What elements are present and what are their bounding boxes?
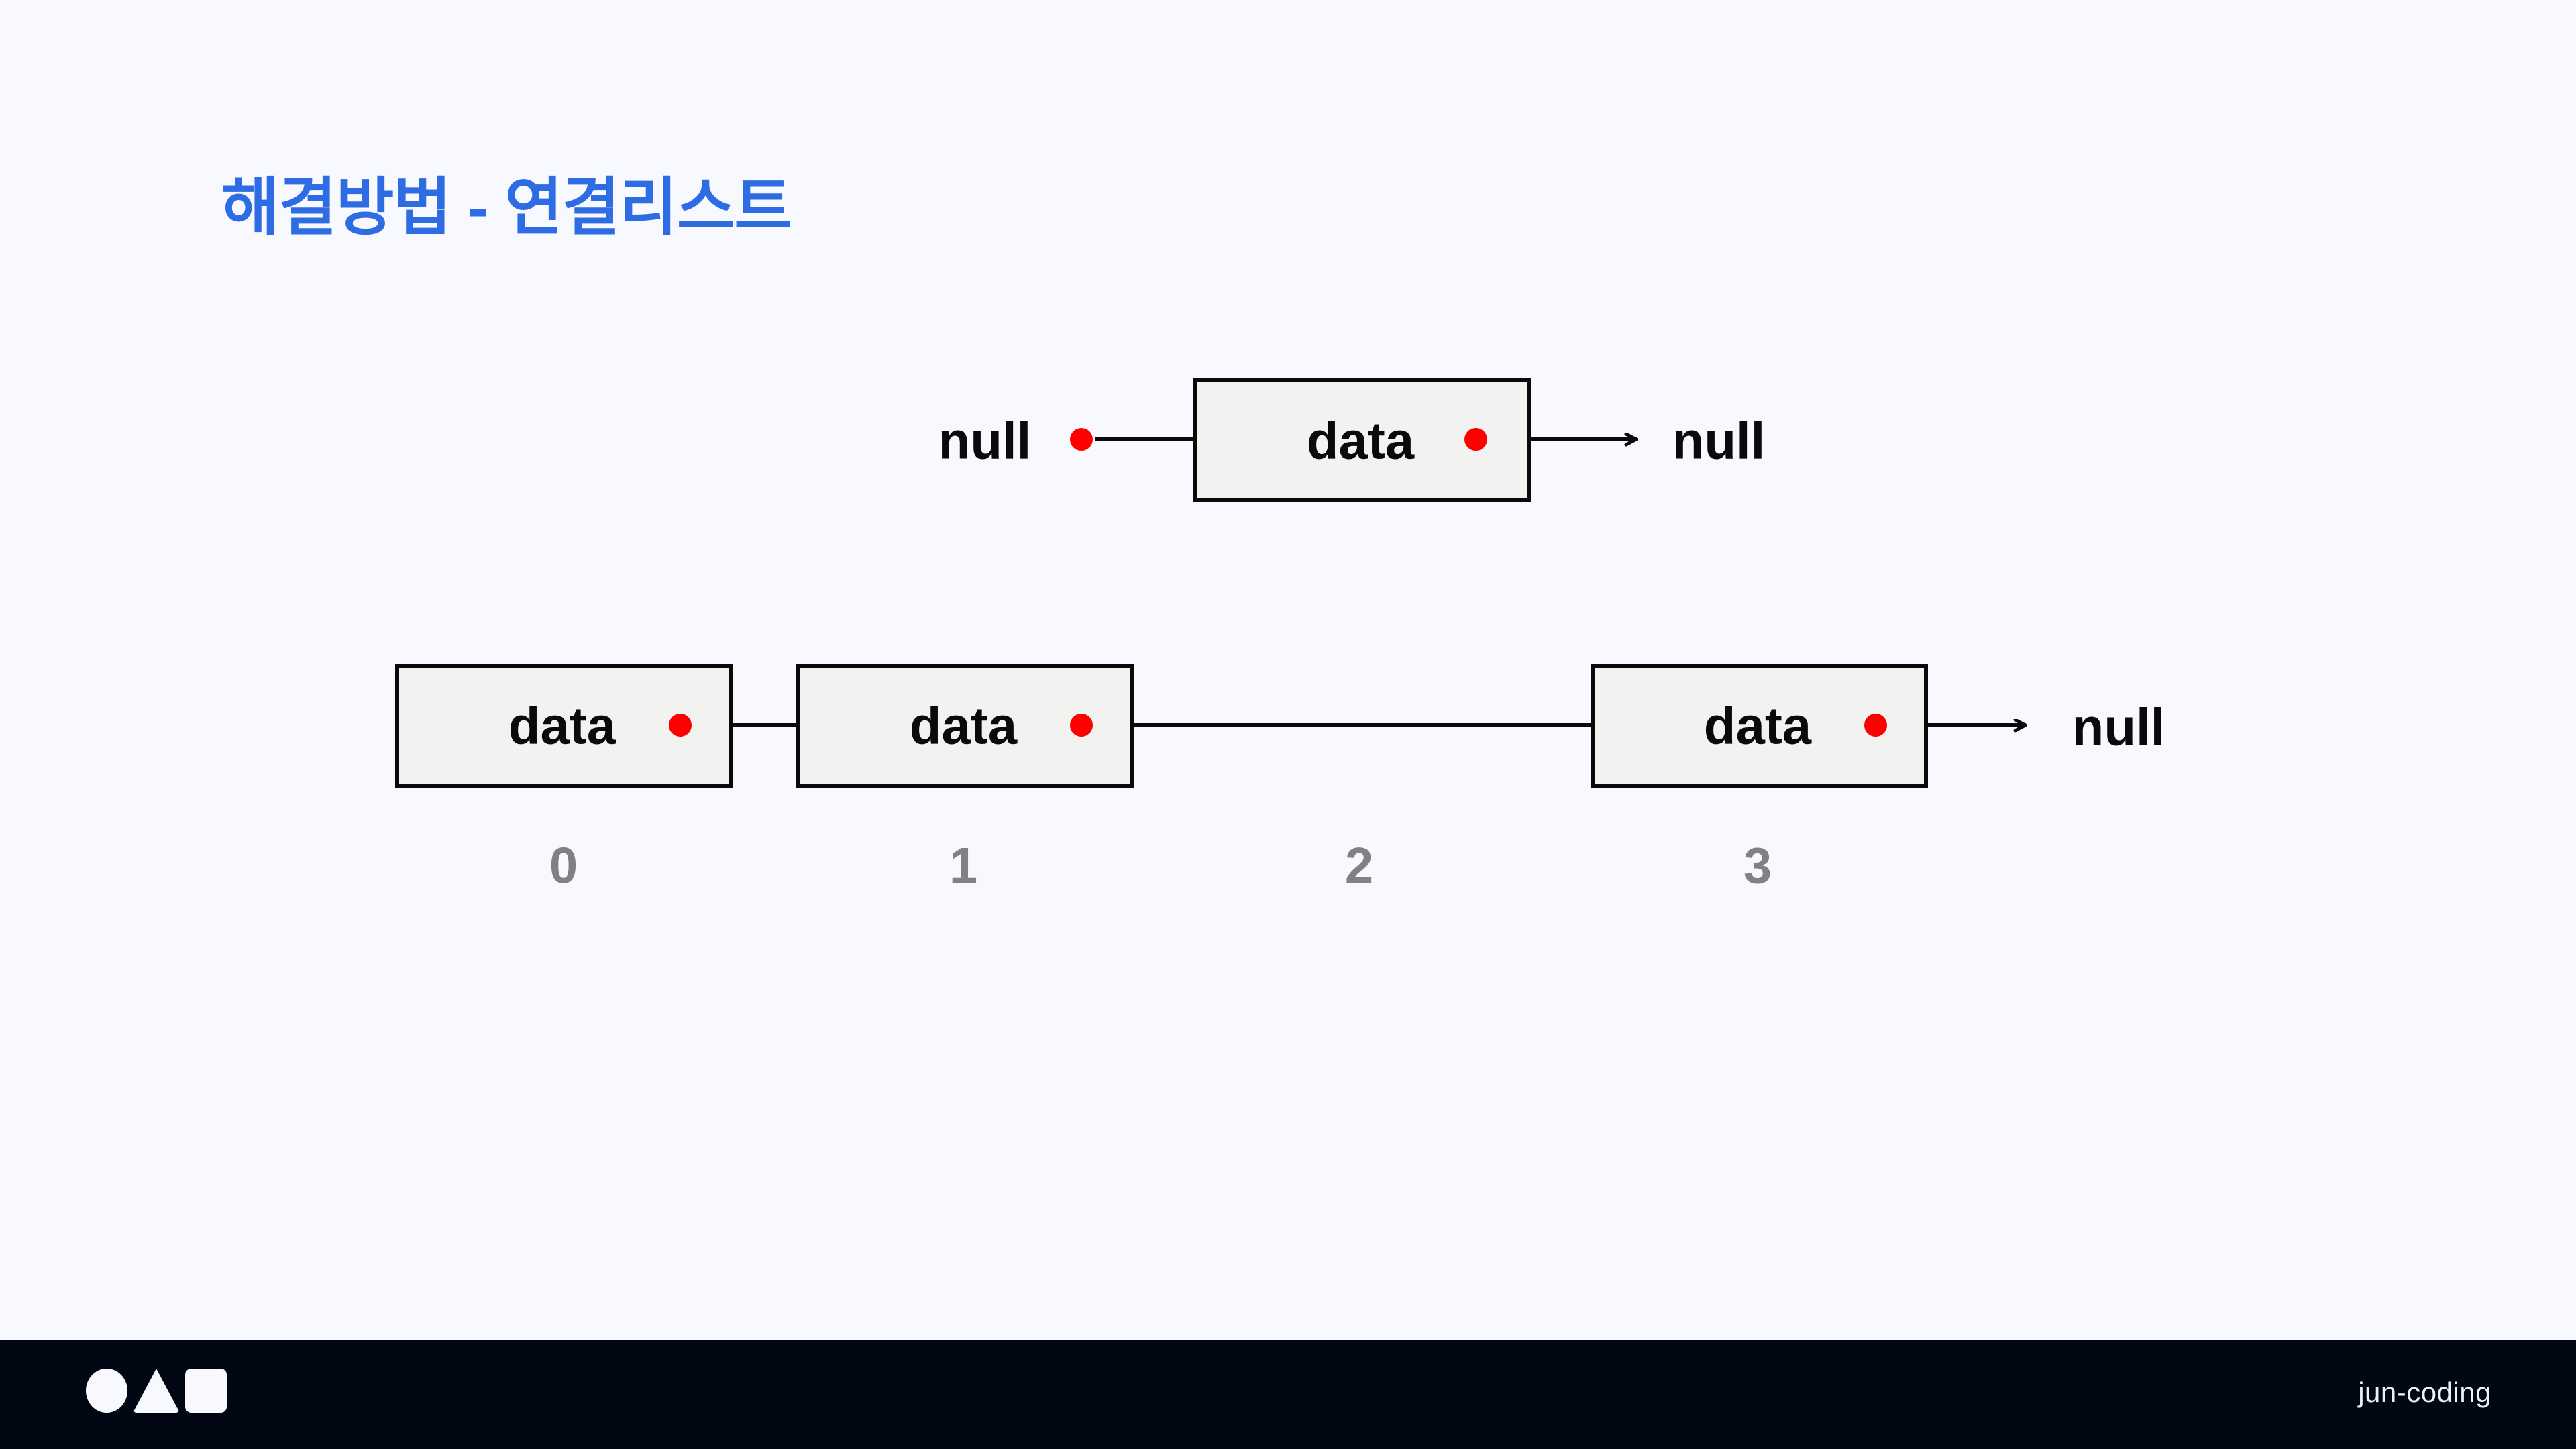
- footer-logo: [86, 1368, 227, 1413]
- index-label-3: 3: [1743, 837, 1772, 895]
- index-label-2: 2: [1344, 837, 1374, 895]
- triangle-icon: [133, 1368, 180, 1413]
- row1-null-right: null: [1672, 411, 1766, 470]
- row2-pointer-dot-1: [1070, 714, 1093, 737]
- page-title: 해결방법 - 연결리스트: [221, 172, 792, 242]
- footer-bar: [0, 1340, 2576, 1449]
- row1-node-label: data: [1306, 411, 1415, 470]
- row1-left-pointer-dot: [1070, 428, 1093, 451]
- row1-null-left: null: [938, 411, 1032, 470]
- index-label-0: 0: [549, 837, 578, 895]
- row2-null-right: null: [2072, 697, 2165, 757]
- row2-node-label-3: data: [1703, 696, 1812, 755]
- row1-node-box: [1193, 378, 1531, 502]
- index-label-1: 1: [949, 837, 978, 895]
- footer-brand-text: jun-coding: [2358, 1377, 2491, 1408]
- row2-node-label-0: data: [508, 696, 616, 755]
- row1-node-pointer-dot: [1464, 428, 1487, 451]
- row2-pointer-dot-0: [669, 714, 692, 737]
- row2-node-label-1: data: [909, 696, 1018, 755]
- square-icon: [185, 1368, 227, 1413]
- circle-icon: [86, 1368, 127, 1413]
- row2-pointer-dot-3: [1864, 714, 1887, 737]
